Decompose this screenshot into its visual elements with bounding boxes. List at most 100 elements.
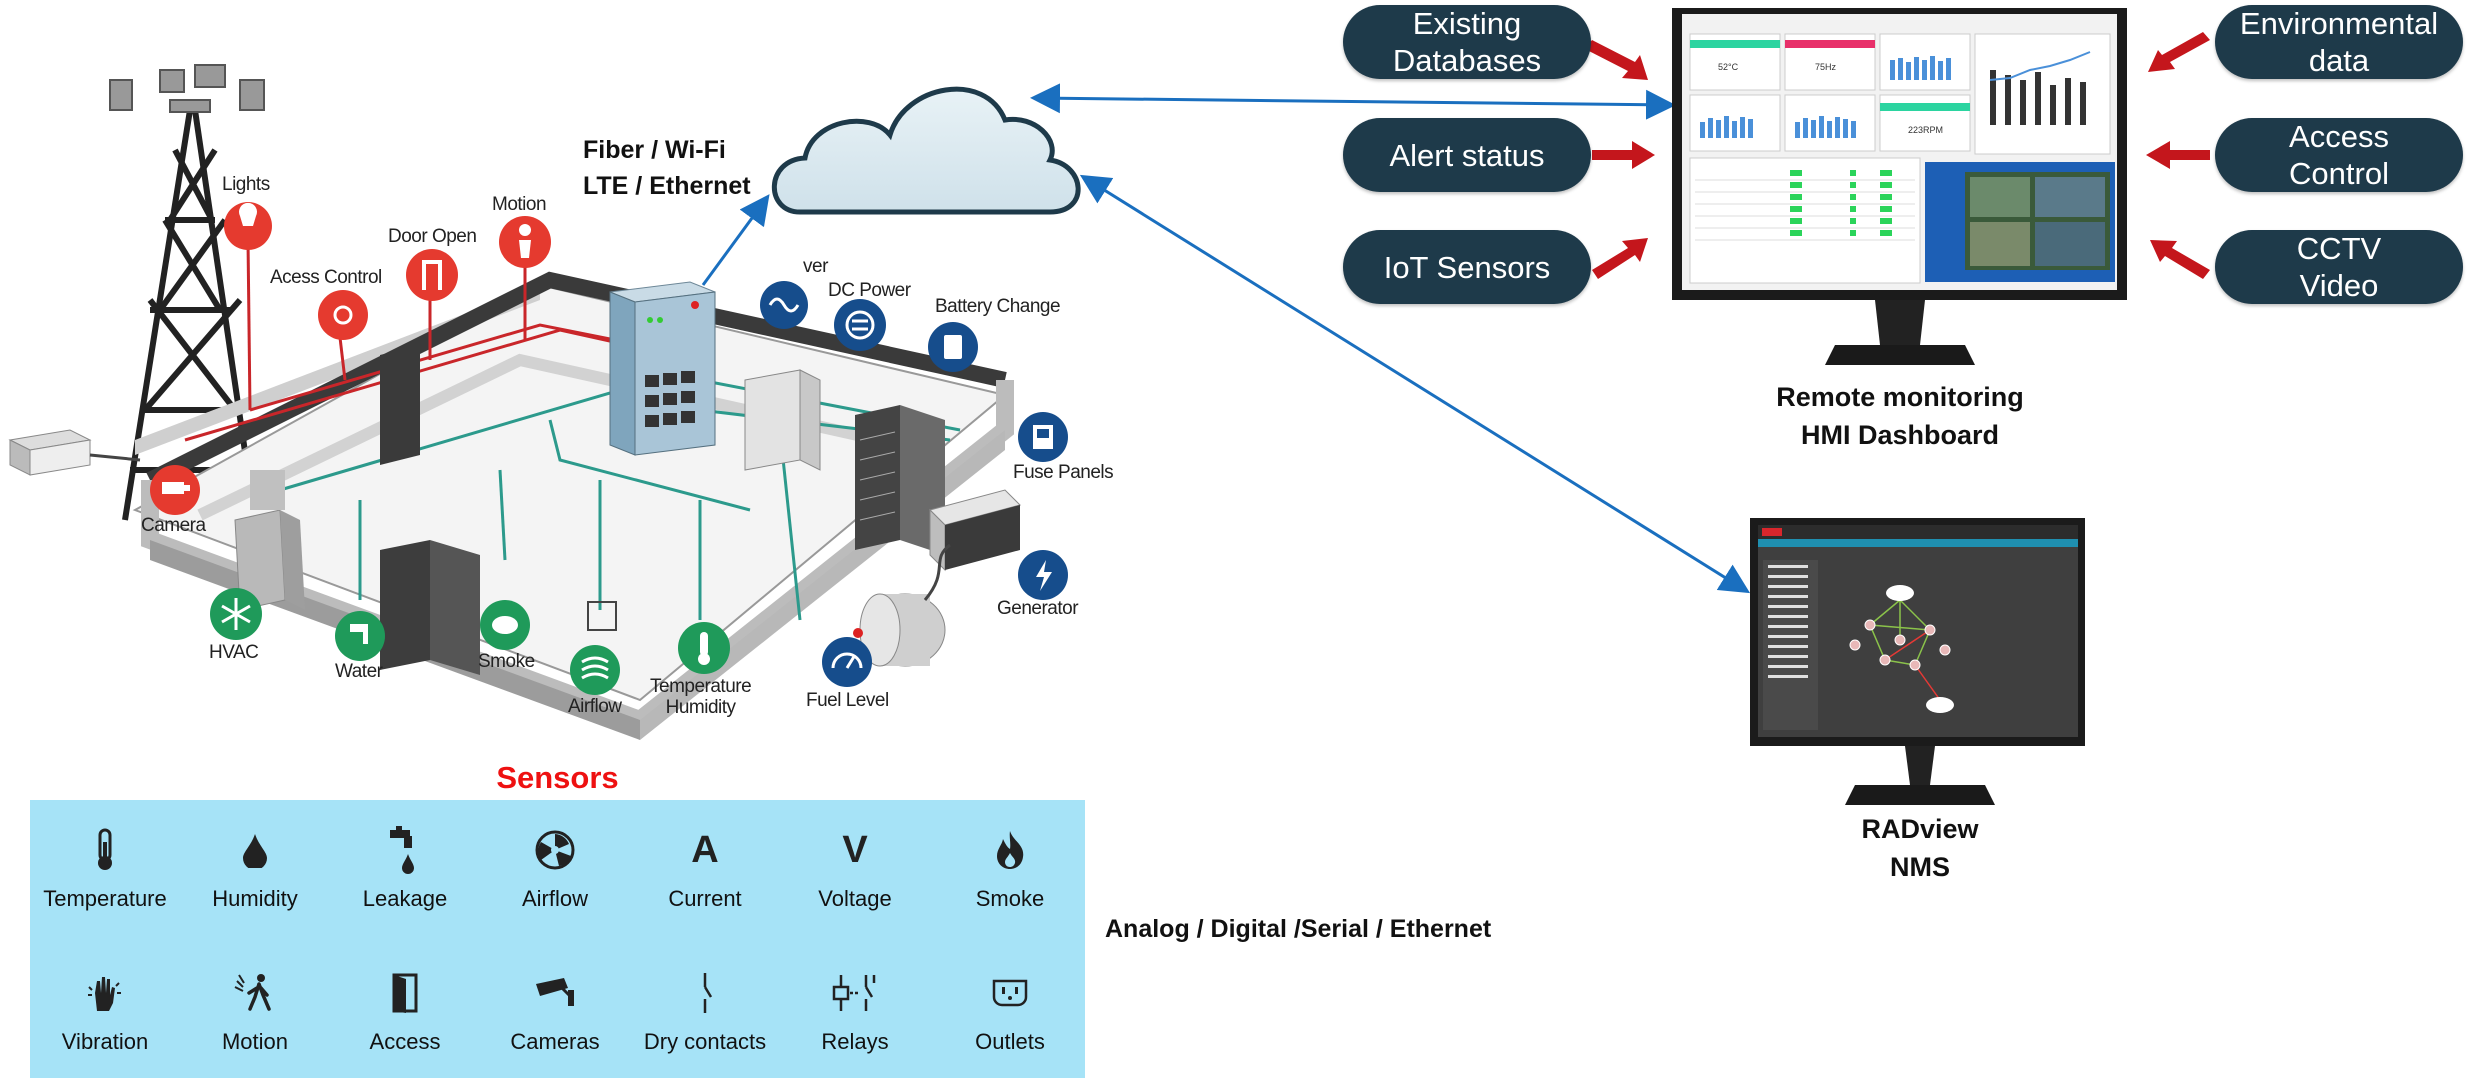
sensor-temperature-label: Temperature (43, 886, 167, 911)
sensor-current-label: Current (668, 886, 742, 911)
sensor-cameras: Cameras (480, 963, 630, 1055)
fuse-panel-icon (1018, 412, 1068, 462)
relay-icon (780, 963, 930, 1023)
fuel-level-icon (822, 637, 872, 687)
building (132, 235, 1021, 740)
pill-environmental-data-text: Environmental data (2239, 6, 2439, 78)
external-box (8, 429, 141, 476)
sensor-outlets: Outlets (935, 963, 1085, 1055)
label-ver: ver (803, 256, 828, 277)
nms-caption: RADview NMS (1861, 814, 1979, 882)
ac-power-icon (760, 281, 808, 329)
voltage-icon: V (842, 828, 868, 871)
motion-icon (499, 216, 551, 268)
label-temperature-humidity: Temperature Humidity (650, 676, 752, 718)
label-hvac: HVAC (209, 642, 259, 663)
sensor-airflow: Airflow (480, 820, 630, 912)
fan-icon (480, 820, 630, 880)
sensor-outlets-label: Outlets (975, 1029, 1045, 1054)
sensor-access-label: Access (369, 1029, 441, 1054)
sensor-voltage: V Voltage (780, 820, 930, 912)
tower-antennas (109, 64, 265, 113)
nms-monitor (1750, 518, 2085, 805)
airflow-icon (570, 645, 620, 695)
sensor-smoke: Smoke (935, 820, 1085, 912)
hmi-monitor (1672, 8, 2127, 365)
network-links (701, 83, 1751, 594)
cctv-camera-icon (480, 963, 630, 1023)
label-battery-change: Battery Change (935, 296, 1061, 317)
current-icon: A (691, 828, 719, 871)
sensor-vibration: Vibration (30, 963, 180, 1055)
sensor-cameras-label: Cameras (510, 1029, 600, 1054)
building-sensor-icons (150, 202, 1068, 695)
sensor-interfaces-label: Analog / Digital /Serial / Ethernet (1105, 915, 1492, 943)
pill-access-control-text: Access Control (2289, 119, 2389, 191)
pill-existing-databases-text: Existing Databases (1392, 6, 1542, 78)
hmi-tile-value-2: 75Hz (1815, 62, 1837, 72)
pill-alert-status: Alert status (1343, 118, 1591, 192)
airflow-fan-box (587, 601, 617, 631)
pill-existing-databases: Existing Databases (1343, 5, 1591, 79)
hand-vibration-icon (30, 963, 180, 1023)
contact-icon (630, 963, 780, 1023)
battery-icon (928, 322, 978, 372)
pill-iot-sensors: IoT Sensors (1343, 230, 1591, 304)
pill-cctv-video-text: CCTV Video (2296, 231, 2382, 303)
pill-alert-status-text: Alert status (1389, 137, 1545, 173)
pill-cctv-video: CCTV Video (2215, 230, 2463, 304)
sensor-dry-contacts-label: Dry contacts (643, 1029, 767, 1054)
temperature-icon (678, 622, 730, 674)
sensor-leakage: Leakage (330, 820, 480, 912)
sensor-relays-label: Relays (821, 1029, 889, 1054)
walking-person-icon (180, 963, 330, 1023)
cloud-shape (771, 86, 1081, 215)
label-fuel-level: Fuel Level (806, 690, 889, 711)
droplet-icon (180, 820, 330, 880)
sensor-humidity-label: Humidity (212, 886, 298, 911)
sensors-panel: Temperature Humidity Leakage Airflow A C… (30, 800, 1085, 1078)
router-cloud-link-label: Fiber / Wi-Fi LTE / Ethernet (583, 136, 751, 200)
label-door-open: Door Open (388, 226, 477, 247)
sensor-voltage-label: Voltage (818, 886, 892, 911)
water-icon (335, 611, 385, 661)
hmi-dashboard-caption: Remote monitoring HMI Dashboard (1776, 382, 2024, 450)
label-lights: Lights (222, 174, 270, 195)
pill-environmental-data: Environmental data (2215, 5, 2463, 79)
sensor-current: A Current (630, 820, 780, 912)
label-motion: Motion (492, 194, 547, 215)
sensor-temperature: Temperature (30, 820, 180, 912)
sensor-access: Access (330, 963, 480, 1055)
label-water: Water (335, 661, 383, 682)
door-icon (330, 963, 480, 1023)
sensors-title: Sensors (496, 760, 619, 795)
label-dc-power: DC Power (828, 280, 911, 301)
outlet-icon (935, 963, 1085, 1023)
label-camera: Camera (141, 515, 206, 536)
label-airflow: Airflow (568, 696, 622, 717)
router-device (609, 281, 716, 456)
sensor-motion: Motion (180, 963, 330, 1055)
lights-icon (224, 202, 272, 250)
sensor-leakage-label: Leakage (362, 886, 448, 911)
pill-iot-sensors-text: IoT Sensors (1383, 249, 1551, 285)
smoke-icon (480, 600, 530, 650)
sensor-humidity: Humidity (180, 820, 330, 912)
faucet-icon (330, 820, 480, 880)
hvac-icon (210, 588, 262, 640)
label-smoke: Smoke (478, 651, 535, 672)
sensor-vibration-label: Vibration (61, 1029, 149, 1054)
hmi-tile-value-1: 52°C (1718, 62, 1739, 72)
sensor-airflow-label: Airflow (521, 886, 588, 911)
thermometer-icon (30, 820, 180, 880)
flame-icon (935, 820, 1085, 880)
label-fuse-panels: Fuse Panels (1013, 462, 1114, 483)
hmi-tile-value-3: 223RPM (1908, 125, 1944, 135)
sensor-smoke-label: Smoke (975, 886, 1045, 911)
label-temperature-humidity-text: Temperature Humidity (650, 676, 752, 718)
sensor-relays: Relays (780, 963, 930, 1055)
pill-arrows (1585, 32, 2210, 279)
generator-icon (1018, 550, 1068, 600)
label-access-control: Acess Control (270, 267, 382, 288)
